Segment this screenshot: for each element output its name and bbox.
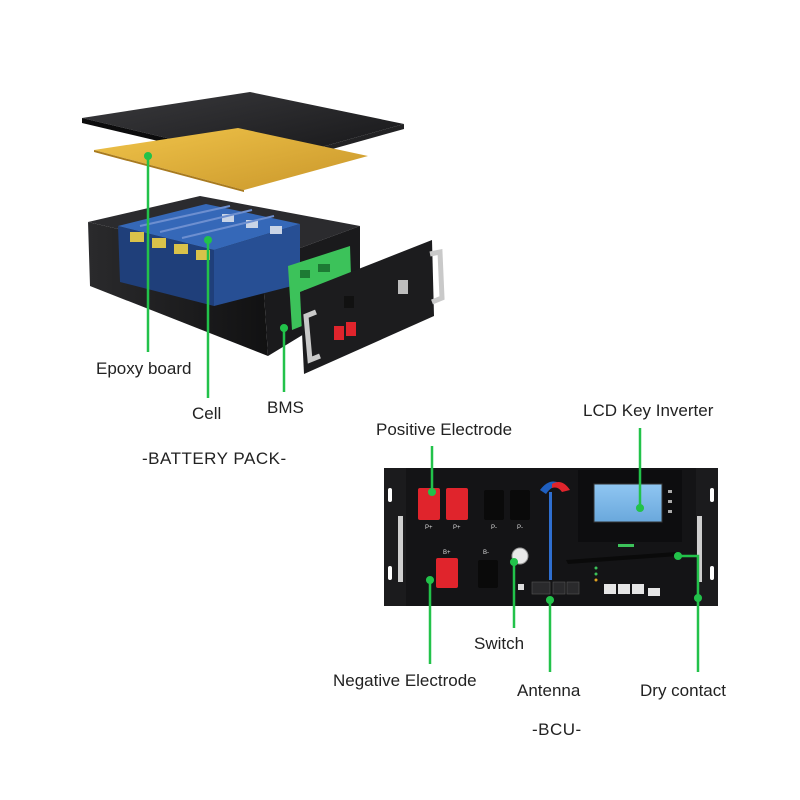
b-minus-terminal	[478, 560, 498, 588]
negative-electrode-label: Negative Electrode	[333, 671, 477, 690]
cell-modules	[118, 204, 300, 306]
cell-label: Cell	[192, 404, 222, 423]
battery-handle-left	[303, 309, 321, 364]
positive-terminal-2	[446, 488, 468, 520]
battery-handle-right	[429, 248, 445, 305]
battery-pack-illustration	[82, 92, 445, 374]
battery-front-panel	[300, 240, 434, 374]
port-mark-b-minus: B-	[483, 550, 489, 556]
p-minus-terminal-2	[510, 490, 530, 520]
battery-pack-caption: -BATTERY PACK-	[142, 449, 287, 468]
antenna-label: Antenna	[517, 681, 581, 700]
bms-label: BMS	[267, 398, 304, 417]
p-minus-terminal-1	[484, 490, 504, 520]
b-plus-terminal	[436, 558, 458, 588]
antenna-mast	[549, 492, 552, 580]
switch-label: Switch	[474, 634, 525, 653]
port-mark-p-plus-2: P+	[453, 525, 461, 531]
bcu-illustration: P+ P+ P- P- B+ B-	[384, 468, 718, 606]
battery-lid	[82, 92, 404, 162]
positive-electrode-label: Positive Electrode	[376, 420, 513, 439]
lcd-key-inverter-label: LCD Key Inverter	[583, 401, 714, 420]
battery-pack-leaders	[143, 151, 289, 398]
epoxy-board-label: Epoxy board	[96, 359, 192, 378]
bcu-caption: -BCU-	[532, 720, 582, 739]
positive-terminal-1	[418, 488, 440, 520]
epoxy-board-sheet	[94, 128, 368, 190]
lcd-screen	[593, 483, 663, 523]
bcu-handle-left	[398, 516, 403, 582]
port-mark-b-plus: B+	[443, 550, 451, 556]
antenna-rod	[566, 552, 678, 564]
port-mark-p-minus-1: P-	[491, 525, 497, 531]
dry-contact-label: Dry contact	[640, 681, 726, 700]
dry-contact-leader	[678, 554, 700, 672]
bcu-leaders	[425, 428, 703, 672]
bcu-handle-right	[697, 516, 702, 582]
port-mark-p-plus-1: P+	[425, 525, 433, 531]
port-mark-p-minus-2: P-	[517, 525, 523, 531]
